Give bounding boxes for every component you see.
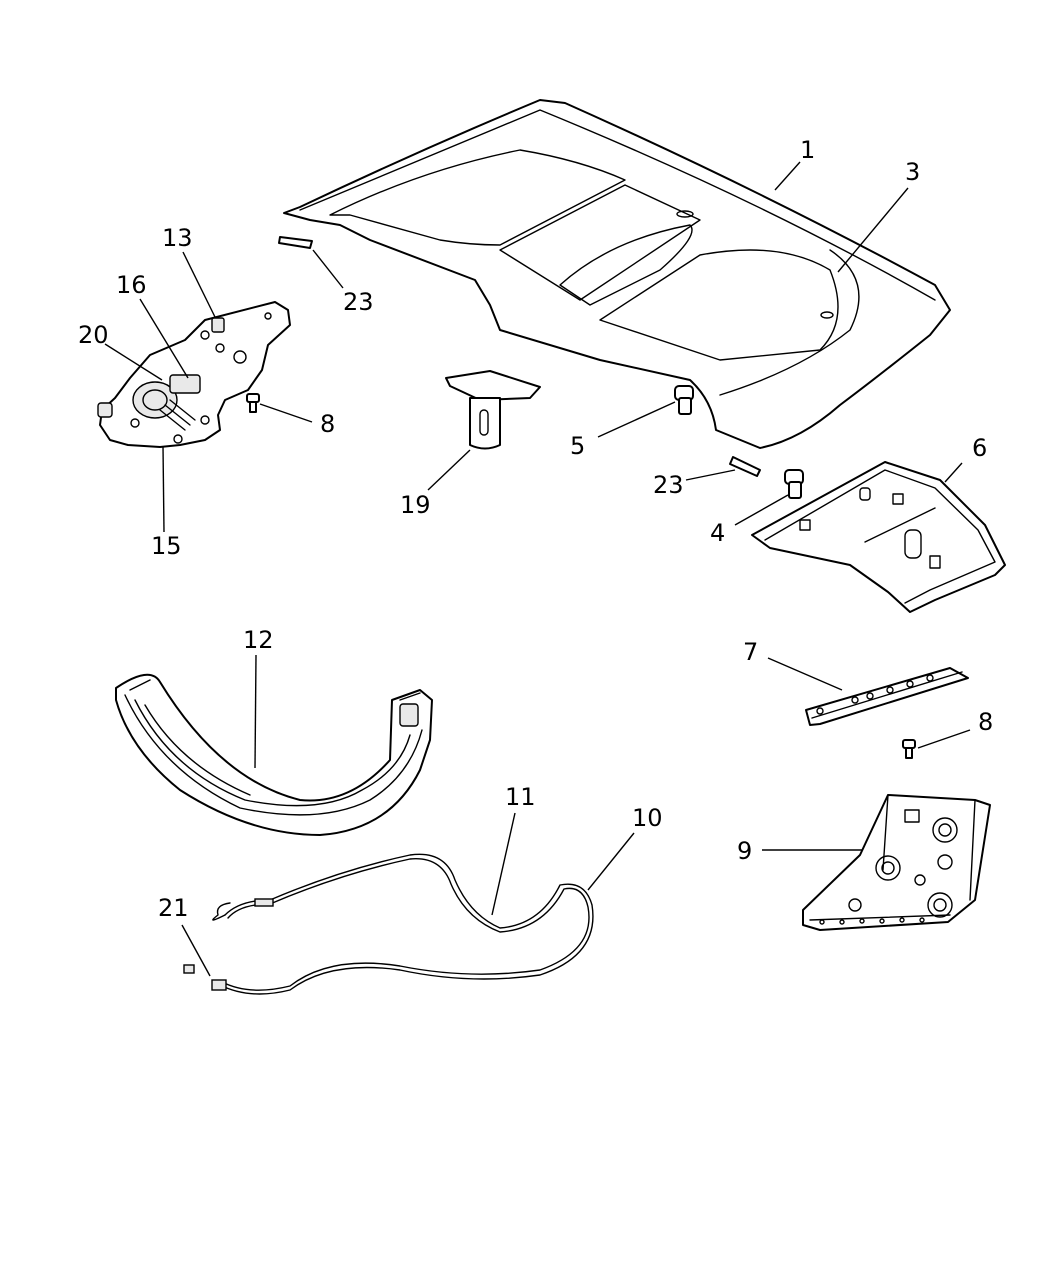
callout-20: 20 xyxy=(78,321,109,349)
bolt-5 xyxy=(674,385,694,415)
callout-5: 5 xyxy=(570,432,585,460)
callout-labels: 1 3 23 13 16 20 8 15 19 5 23 4 6 12 7 8 … xyxy=(78,136,993,922)
bracket-9 xyxy=(802,794,991,931)
callout-4: 4 xyxy=(710,519,725,547)
callout-23-lower: 23 xyxy=(653,471,684,499)
bracket-19 xyxy=(445,370,541,450)
callout-1: 1 xyxy=(800,136,815,164)
latch-assembly xyxy=(97,301,291,448)
bolt-8-lower xyxy=(902,739,916,759)
trim-12 xyxy=(115,673,433,836)
callout-3: 3 xyxy=(905,158,920,186)
callout-13: 13 xyxy=(162,224,193,252)
callout-21: 21 xyxy=(158,894,189,922)
callout-16: 16 xyxy=(116,271,147,299)
callout-8-lower: 8 xyxy=(978,708,993,736)
callout-8-upper: 8 xyxy=(320,410,335,438)
callout-19: 19 xyxy=(400,491,431,519)
callout-9: 9 xyxy=(737,837,752,865)
release-cable xyxy=(183,853,594,995)
callout-6: 6 xyxy=(972,434,987,462)
callout-11: 11 xyxy=(505,783,536,811)
panel-6 xyxy=(751,461,1006,613)
callout-15: 15 xyxy=(151,532,182,560)
leader-lines xyxy=(104,161,971,977)
callout-23-top: 23 xyxy=(343,288,374,316)
callout-7: 7 xyxy=(743,638,758,666)
callout-12: 12 xyxy=(243,626,274,654)
tonneau-cover-part xyxy=(283,99,951,449)
strip-7 xyxy=(805,667,969,726)
weatherstrip-23-top xyxy=(278,236,313,249)
bolt-8-upper xyxy=(246,393,260,413)
callout-10: 10 xyxy=(632,804,663,832)
bolt-4 xyxy=(784,469,804,499)
weatherstrip-23-lower xyxy=(729,456,761,477)
